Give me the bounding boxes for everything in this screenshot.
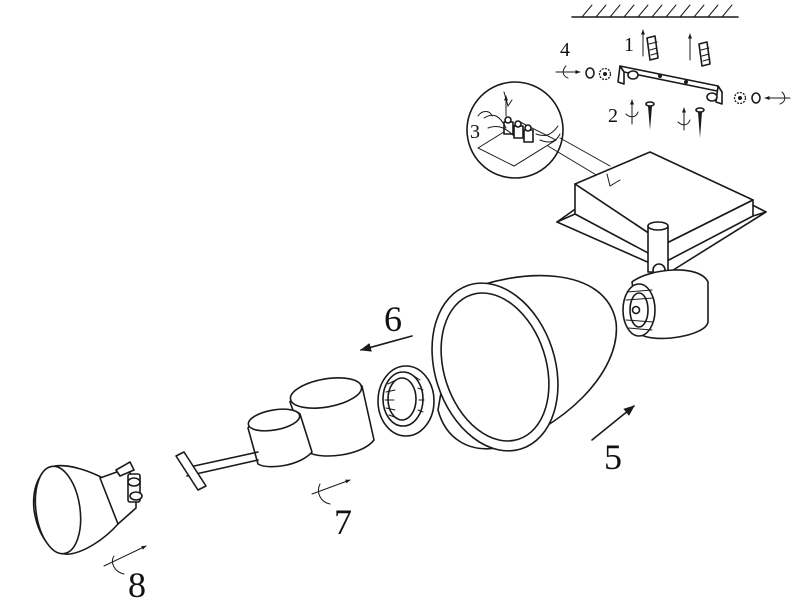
- step-label-8: 8: [128, 565, 146, 600]
- direction-arrow-icon: [591, 405, 635, 441]
- step-label-3: 3: [470, 121, 480, 143]
- step-label-7: 7: [334, 502, 352, 542]
- lamp-socket: [175, 377, 375, 491]
- step-label-2: 2: [608, 105, 618, 127]
- canopy-base: [556, 151, 767, 273]
- step-label-4: 4: [560, 39, 570, 61]
- wall-plug-right: [698, 41, 711, 67]
- ceiling-hatch-icon: [571, 4, 739, 18]
- nut-left: [555, 65, 612, 81]
- mounting-bracket: [617, 65, 723, 105]
- wiring-detail: [466, 81, 611, 179]
- screw-left: [625, 99, 655, 130]
- direction-arrow-icon: [359, 335, 413, 352]
- step-label-6: 6: [384, 299, 402, 339]
- wall-plug-left: [646, 35, 659, 61]
- nut-right: [733, 91, 791, 105]
- rotate-arrow-icon: [103, 545, 147, 575]
- gu10-bulb: [32, 461, 143, 555]
- lamp-shade: [431, 274, 618, 452]
- threaded-ring: [377, 365, 435, 437]
- step-label-5: 5: [604, 437, 622, 477]
- spot-arm: [622, 221, 709, 340]
- screw-right: [677, 107, 705, 138]
- rotate-arrow-icon: [311, 479, 351, 505]
- step-label-1: 1: [624, 34, 634, 56]
